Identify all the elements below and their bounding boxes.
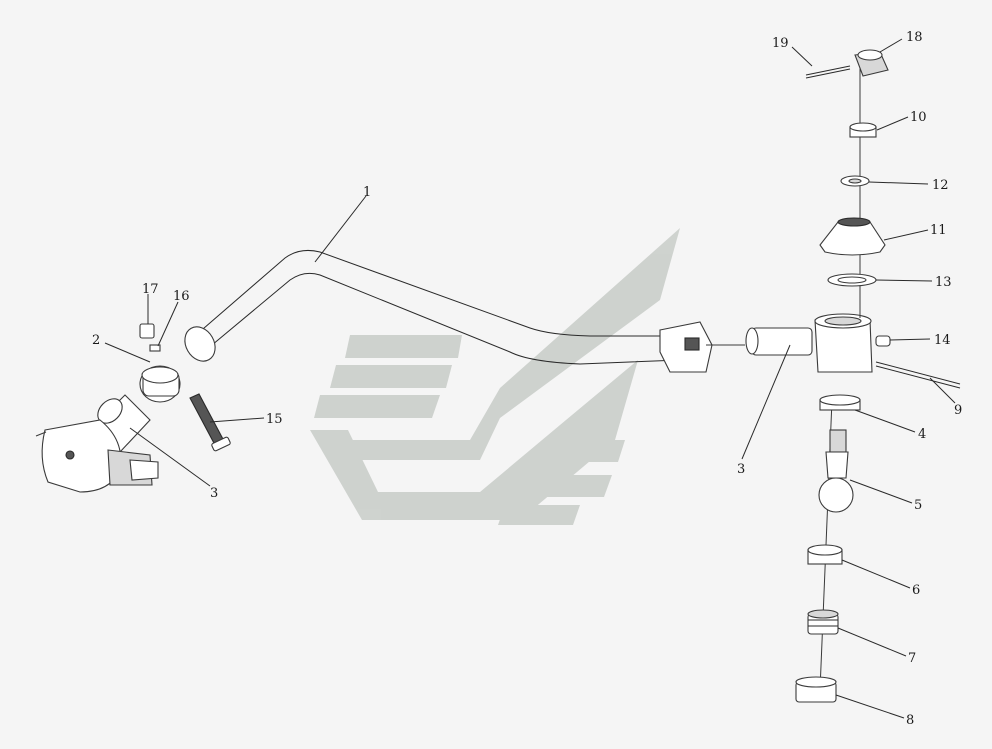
callout-8: 8 <box>906 713 914 728</box>
callout-6: 6 <box>912 583 920 598</box>
watermark-bar-2 <box>330 365 452 388</box>
callout-3-right: 3 <box>737 462 745 477</box>
right-ball-joint-head <box>814 313 873 373</box>
watermark-bar-5 <box>522 475 612 497</box>
callout-11: 11 <box>930 223 947 238</box>
cap-part-8 <box>795 676 837 703</box>
ball-stud-part-5 <box>818 429 854 513</box>
dust-boot-part-11 <box>819 217 886 256</box>
callout-10: 10 <box>910 110 927 125</box>
clip-part-16 <box>149 344 161 352</box>
watermark-bar-4 <box>552 440 625 462</box>
rod-clevis-end <box>659 321 745 373</box>
bolt-part-15 <box>189 393 231 452</box>
spring-part-7 <box>807 609 839 635</box>
callout-19: 19 <box>772 36 789 51</box>
grease-tube-part-9 <box>875 361 961 389</box>
callout-17: 17 <box>142 282 159 297</box>
thin-washer-part-12 <box>840 175 870 187</box>
castle-nut-part-18 <box>854 49 889 77</box>
cotter-pin-part-19 <box>805 65 851 79</box>
ring-part-4 <box>819 394 861 411</box>
washer-part-13 <box>827 273 877 287</box>
callout-5: 5 <box>914 498 922 513</box>
callout-13: 13 <box>935 275 952 290</box>
ring-part-6 <box>807 544 843 565</box>
callout-labels: 1 2 3 3 4 5 6 7 8 9 10 11 12 13 14 15 16… <box>92 30 962 728</box>
left-clamp-part-2 <box>139 326 216 403</box>
callout-15: 15 <box>266 412 283 427</box>
tie-rod-part-1 <box>195 250 681 365</box>
callout-12: 12 <box>932 178 949 193</box>
callout-1: 1 <box>363 185 371 200</box>
watermark-bar-6 <box>498 505 580 525</box>
leader-lines <box>104 38 956 719</box>
callout-4: 4 <box>918 427 926 442</box>
watermark-bar-3 <box>314 395 440 418</box>
grease-fitting-part-14 <box>875 335 891 347</box>
callout-14: 14 <box>934 333 951 348</box>
watermark-logo <box>310 228 680 525</box>
callout-2: 2 <box>92 333 100 348</box>
washer-part-10 <box>849 122 877 138</box>
callout-7: 7 <box>908 651 916 666</box>
callout-9: 9 <box>954 403 962 418</box>
callout-18: 18 <box>906 30 923 45</box>
nut-part-17 <box>139 323 155 339</box>
right-sleeve-part-3 <box>745 327 813 356</box>
callout-16: 16 <box>173 289 190 304</box>
watermark-bar-1 <box>345 335 462 358</box>
callout-3-left: 3 <box>210 486 218 501</box>
left-ball-joint-housing <box>35 419 159 493</box>
